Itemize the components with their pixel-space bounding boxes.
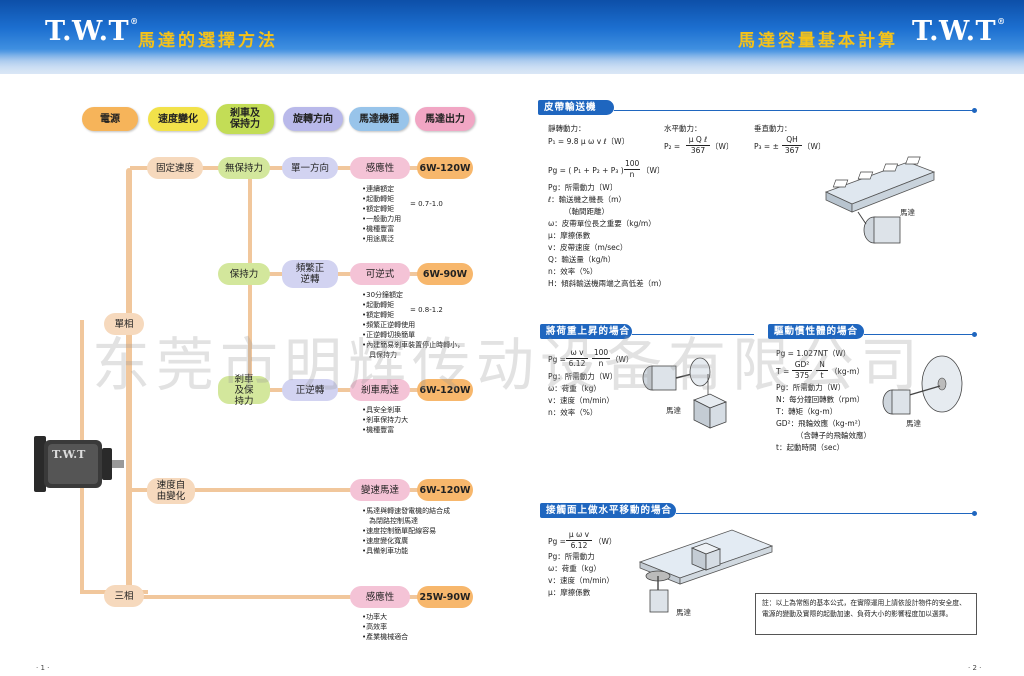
section-inertia-rule <box>864 334 974 335</box>
node-output-4: 6W-120W <box>417 479 473 501</box>
node-fixed-speed: 固定速度 <box>147 157 203 179</box>
header-shade <box>0 52 1024 74</box>
inertia-t-left: T = <box>776 367 790 376</box>
horizontal-illustration <box>636 526 776 616</box>
lift-pg-unit: （W） <box>611 355 634 364</box>
node-brake-hold: 剎車及保持力 <box>218 374 270 407</box>
node-induction-3phase: 感應性 <box>350 586 410 608</box>
lift-pg-left: Pg = <box>548 355 566 364</box>
node-output-5: 25W-90W <box>417 586 473 608</box>
belt-formula-p3-left: P₃ = ± <box>754 142 779 151</box>
node-output-2: 6W-90W <box>417 263 473 285</box>
lifting-illustration <box>640 352 740 436</box>
node-output-3: 6W-120W <box>417 379 473 401</box>
belt-formula-p2-left: P₂ = <box>664 142 681 151</box>
horizontal-pg-unit: （W） <box>594 537 617 546</box>
belt-p3-unit: 〔W〕 <box>803 142 826 151</box>
ratio-induction: = 0.7-1.0 <box>410 200 443 208</box>
right-page-number: · 2 · <box>968 664 982 672</box>
node-reversible: 可逆式 <box>350 263 410 285</box>
node-no-hold: 無保持力 <box>218 157 270 179</box>
belt-formula-p1: P₁ = 9.8 μ ω v ℓ〔W〕 <box>548 137 630 146</box>
left-page-title: 馬達的選擇方法 <box>138 31 278 51</box>
node-one-direction: 單一方向 <box>282 157 338 179</box>
node-brake-motor: 剎車馬達 <box>350 379 410 401</box>
svg-text:T.W.T: T.W.T <box>52 448 86 461</box>
left-logo: T.W.T® <box>45 16 139 47</box>
belt-formula-pg: Pg = ( P₁ + P₂ + P₃ ) <box>548 166 624 175</box>
horizontal-pg-left: Pg = <box>548 537 566 546</box>
category-motor-output: 馬達出力 <box>415 107 475 131</box>
category-brake-hold: 剎車及保持力 <box>216 104 274 134</box>
category-speed-change: 速度變化 <box>148 107 208 131</box>
right-logo: T.W.T® <box>912 16 1006 47</box>
ratio-reversible: = 0.8-1.2 <box>410 306 443 314</box>
category-motor-type: 馬達機種 <box>349 107 409 131</box>
inertia-formula-pg: Pg = 1.027NT（W） <box>776 349 851 358</box>
inertia-definitions: Pg：所需動力（W） N：每分鐘回轉數（rpm） T：轉矩（kg-m） GD²：… <box>776 383 871 452</box>
lift-definitions: Pg：所需動力（W） ω：荷重（kg） v：速度（m/min） n：效率（%） <box>548 372 618 417</box>
belt-conveyor-illustration <box>812 152 944 252</box>
inertia-motor-label: 馬達 <box>906 419 921 428</box>
motor-image: T.W.T <box>30 430 126 496</box>
section-horizontal-rule <box>676 513 974 514</box>
horizontal-definitions: Pg：所需動力 ω：荷重（kg） v：速度（m/min） μ：摩擦係數 <box>548 552 614 597</box>
bullets-induction: 連續額定 起動轉矩 額定轉矩 一般動力用 機種豐富 用途廣泛 <box>362 184 401 244</box>
node-forward-reverse: 正逆轉 <box>282 379 338 401</box>
horizontal-motor-label: 馬達 <box>676 608 691 617</box>
left-page-number: · 1 · <box>36 664 50 672</box>
lift-motor-label: 馬達 <box>666 406 681 415</box>
tree-row-4 <box>130 488 470 492</box>
right-page-title: 馬達容量基本計算 <box>738 31 898 51</box>
node-three-phase: 三相 <box>104 585 144 607</box>
node-speed-motor: 變速馬達 <box>350 479 410 501</box>
section-lift-rule <box>632 334 754 335</box>
section-belt-rule <box>614 110 974 111</box>
belt-horizontal-heading: 水平動力： <box>664 124 702 133</box>
category-power: 電源 <box>82 107 138 131</box>
belt-static-heading: 靜轉動力： <box>548 124 586 133</box>
section-horizontal-move: 接觸面上做水平移動的場合 <box>540 503 676 518</box>
category-rotation: 旋轉方向 <box>283 107 343 131</box>
belt-pg-unit: 〔W〕 <box>642 166 665 175</box>
node-output-1: 6W-120W <box>417 157 473 179</box>
node-induction: 感應性 <box>350 157 410 179</box>
node-single-phase: 單相 <box>104 313 144 335</box>
belt-p2-unit: 〔W〕 <box>711 142 734 151</box>
section-horizontal-dot <box>972 511 977 516</box>
section-belt-dot <box>972 108 977 113</box>
section-lifting-load: 將荷重上昇的場合 <box>540 324 632 339</box>
inertia-illustration <box>880 354 970 424</box>
node-frequent-reverse: 頻繁正逆轉 <box>282 260 338 288</box>
tree-trunk <box>126 168 132 598</box>
bullets-reversible: 30分鐘額定 起動轉矩 額定轉矩 頻繁正逆轉使用 正逆轉切換簡單 內建簡易剎車裝… <box>362 290 464 360</box>
belt-vertical-heading: 垂直動力： <box>754 124 792 133</box>
node-hold: 保持力 <box>218 263 270 285</box>
belt-motor-label: 馬達 <box>900 208 915 217</box>
section-inertia: 驅動慣性體的場合 <box>768 324 864 339</box>
tree-row-5 <box>130 595 470 599</box>
note-box: 註：以上為常態的基本公式，在實際運用上請依設計物件的安全度、電源的變動及實際的起… <box>755 593 977 635</box>
belt-definitions: Pg：所需動力〔W〕 ℓ：輸送機之機長（m） （軸間距離） ω：皮帶單位長之重要… <box>548 183 666 288</box>
node-variable-speed: 速度自由變化 <box>147 478 195 504</box>
inertia-t-unit: （kg-m） <box>830 367 865 376</box>
section-inertia-dot <box>972 332 977 337</box>
bullets-three-phase: 功率大 高效率 產業機械適合 <box>362 612 408 642</box>
section-belt-conveyor: 皮帶輸送機 <box>538 100 614 115</box>
bullets-speed-motor: 馬達與轉速發電機的結合成 為閉路控制馬達 速度控制簡單配線容易 速度變化寬廣 具… <box>362 506 450 556</box>
bullets-brake-motor: 具安全剎車 剎車保持力大 機種豐富 <box>362 405 408 435</box>
